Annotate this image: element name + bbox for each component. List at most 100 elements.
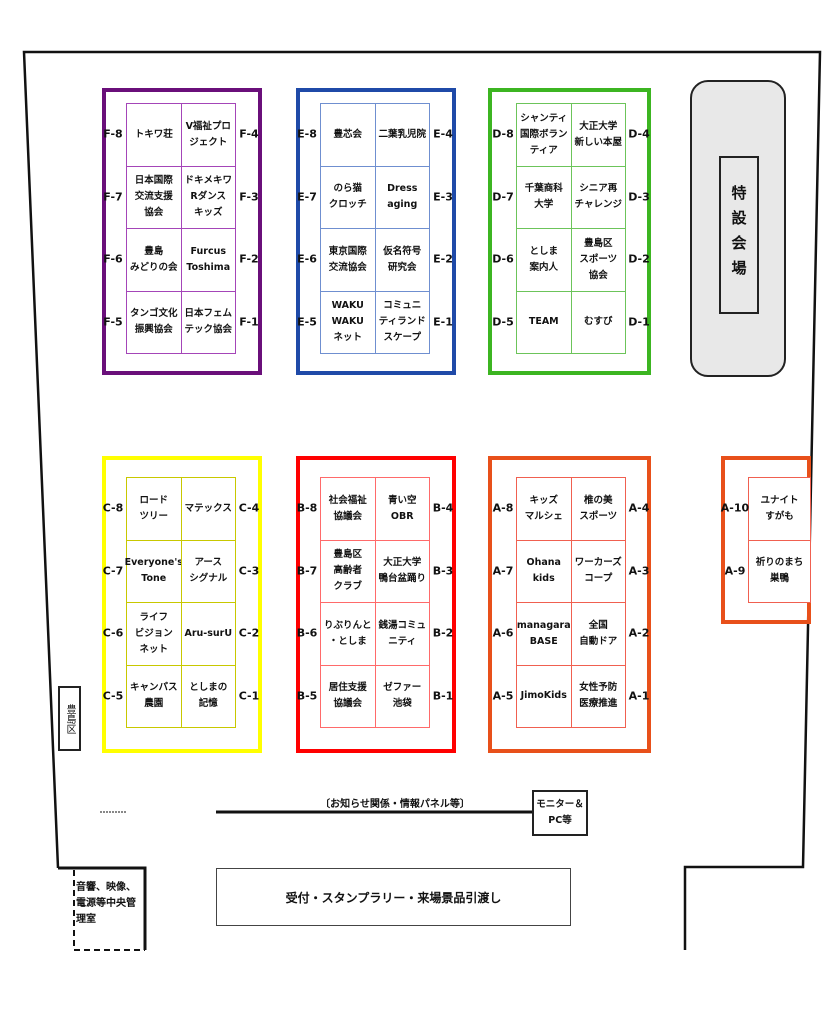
booth-number: A-5 — [492, 689, 514, 703]
booth-number: D-3 — [628, 190, 650, 204]
ward-booth: 豊島区 — [58, 686, 81, 751]
booth-number: F-4 — [239, 127, 259, 141]
reception-desk: 受付・スタンプラリー・来場景品引渡し — [216, 868, 571, 926]
booth-number: B-8 — [296, 501, 318, 515]
booth-number: A-6 — [492, 626, 514, 640]
booth-cell: 大正大学 新しい本屋 — [570, 103, 626, 167]
booth-cell: Dress aging — [374, 165, 430, 229]
booth-cell: 大正大学 鴨台盆踊り — [374, 539, 430, 603]
booth-number: B-2 — [432, 626, 454, 640]
booth-cell: 全国 自動ドア — [570, 602, 626, 666]
booth-number: F-6 — [103, 252, 123, 266]
booth-number: A-3 — [628, 564, 650, 578]
booth-cell: シニア再 チャレンジ — [570, 165, 626, 229]
booth-number: B-1 — [432, 689, 454, 703]
booth-cell: 社会福祉 協議会 — [320, 477, 376, 541]
booth-cell: 銭湯コミュ ニティ — [374, 602, 430, 666]
booth-cell: 豊芯会 — [320, 103, 376, 167]
booth-cell: のら猫 クロッチ — [320, 165, 376, 229]
booth-number: B-3 — [432, 564, 454, 578]
booth-number: B-7 — [296, 564, 318, 578]
booth-number: D-7 — [492, 190, 514, 204]
booth-cell: トキワ荘 — [126, 103, 182, 167]
booth-cell: タンゴ文化 振興協会 — [126, 290, 182, 354]
booth-cell: としまの 記憶 — [180, 664, 236, 728]
booth-cell: Ohana kids — [516, 539, 572, 603]
booth-cell: ライフ ビジョン ネット — [126, 602, 182, 666]
booth-number: C-5 — [102, 689, 124, 703]
booth-cell: マテックス — [180, 477, 236, 541]
booth-cell: 女性予防 医療推進 — [570, 664, 626, 728]
booth-number: E-3 — [433, 190, 453, 204]
booth-cell: 千葉商科 大学 — [516, 165, 572, 229]
booth-cell: ゼファー 池袋 — [374, 664, 430, 728]
booth-number: D-5 — [492, 315, 514, 329]
booth-number: D-4 — [628, 127, 650, 141]
booth-number: A-1 — [628, 689, 650, 703]
booth-cell: むすび — [570, 290, 626, 354]
booth-number: E-2 — [433, 252, 453, 266]
booth-block-c — [102, 456, 262, 753]
booth-cell: 居住支援 協議会 — [320, 664, 376, 728]
booth-block-f — [102, 88, 262, 375]
booth-number: D-6 — [492, 252, 514, 266]
booth-cell: 豊島区 高齢者 クラブ — [320, 539, 376, 603]
booth-cell: 青い空 OBR — [374, 477, 430, 541]
booth-block-d — [488, 88, 651, 375]
booth-cell: ロード ツリー — [126, 477, 182, 541]
booth-number: F-8 — [103, 127, 123, 141]
monitor-pc-box: モニター＆ PC等 — [532, 790, 588, 836]
booth-number: F-2 — [239, 252, 259, 266]
booth-cell: ユナイト すがも — [748, 477, 811, 541]
booth-cell: 仮名符号 研究会 — [374, 228, 430, 292]
booth-cell: 日本フェム テック協会 — [180, 290, 236, 354]
booth-number: A-7 — [492, 564, 514, 578]
booth-number: D-8 — [492, 127, 514, 141]
booth-number: F-7 — [103, 190, 123, 204]
booth-number: C-3 — [238, 564, 260, 578]
booth-number: E-8 — [297, 127, 317, 141]
booth-block-b — [296, 456, 456, 753]
booth-cell: ワーカーズ コープ — [570, 539, 626, 603]
booth-number: A-2 — [628, 626, 650, 640]
special-venue: 特設会場 — [690, 80, 786, 377]
booth-number: E-6 — [297, 252, 317, 266]
booth-number: F-5 — [103, 315, 123, 329]
booth-cell: Everyone's Tone — [125, 539, 183, 603]
booth-cell: 豊島区 スポーツ 協会 — [570, 228, 626, 292]
booth-number: B-6 — [296, 626, 318, 640]
booth-number: C-6 — [102, 626, 124, 640]
booth-number: E-1 — [433, 315, 453, 329]
booth-number: D-1 — [628, 315, 650, 329]
booth-cell: キャンパス 農園 — [126, 664, 182, 728]
booth-number: C-7 — [102, 564, 124, 578]
booth-block-e — [296, 88, 456, 375]
booth-cell: 東京国際 交流協会 — [320, 228, 376, 292]
booth-cell: Aru-surU — [180, 602, 236, 666]
booth-number: F-3 — [239, 190, 259, 204]
booth-cell: コミュニ ティランド スケープ — [374, 290, 430, 354]
booth-number: E-7 — [297, 190, 317, 204]
booth-number: C-2 — [238, 626, 260, 640]
booth-cell: 二葉乳児院 — [374, 103, 430, 167]
booth-number: B-5 — [296, 689, 318, 703]
booth-cell: managara BASE — [516, 602, 572, 666]
booth-cell: ドキメキワ Rダンス キッズ — [180, 165, 236, 229]
booth-number: E-4 — [433, 127, 453, 141]
booth-number: E-5 — [297, 315, 317, 329]
booth-number: A-8 — [492, 501, 514, 515]
booth-cell: りぶりんと ・としま — [320, 602, 376, 666]
booth-number: A-10 — [720, 501, 750, 515]
booth-number: F-1 — [239, 315, 259, 329]
booth-number: B-4 — [432, 501, 454, 515]
booth-cell: シャンティ 国際ボラン ティア — [516, 103, 572, 167]
booth-cell: としま 案内人 — [516, 228, 572, 292]
booth-cell: キッズ マルシェ — [516, 477, 572, 541]
booth-number: A-4 — [628, 501, 650, 515]
special-venue-label: 特設会場 — [719, 156, 759, 314]
booth-number: D-2 — [628, 252, 650, 266]
booth-number: C-4 — [238, 501, 260, 515]
booth-cell: V福祉プロ ジェクト — [180, 103, 236, 167]
booth-number: C-8 — [102, 501, 124, 515]
